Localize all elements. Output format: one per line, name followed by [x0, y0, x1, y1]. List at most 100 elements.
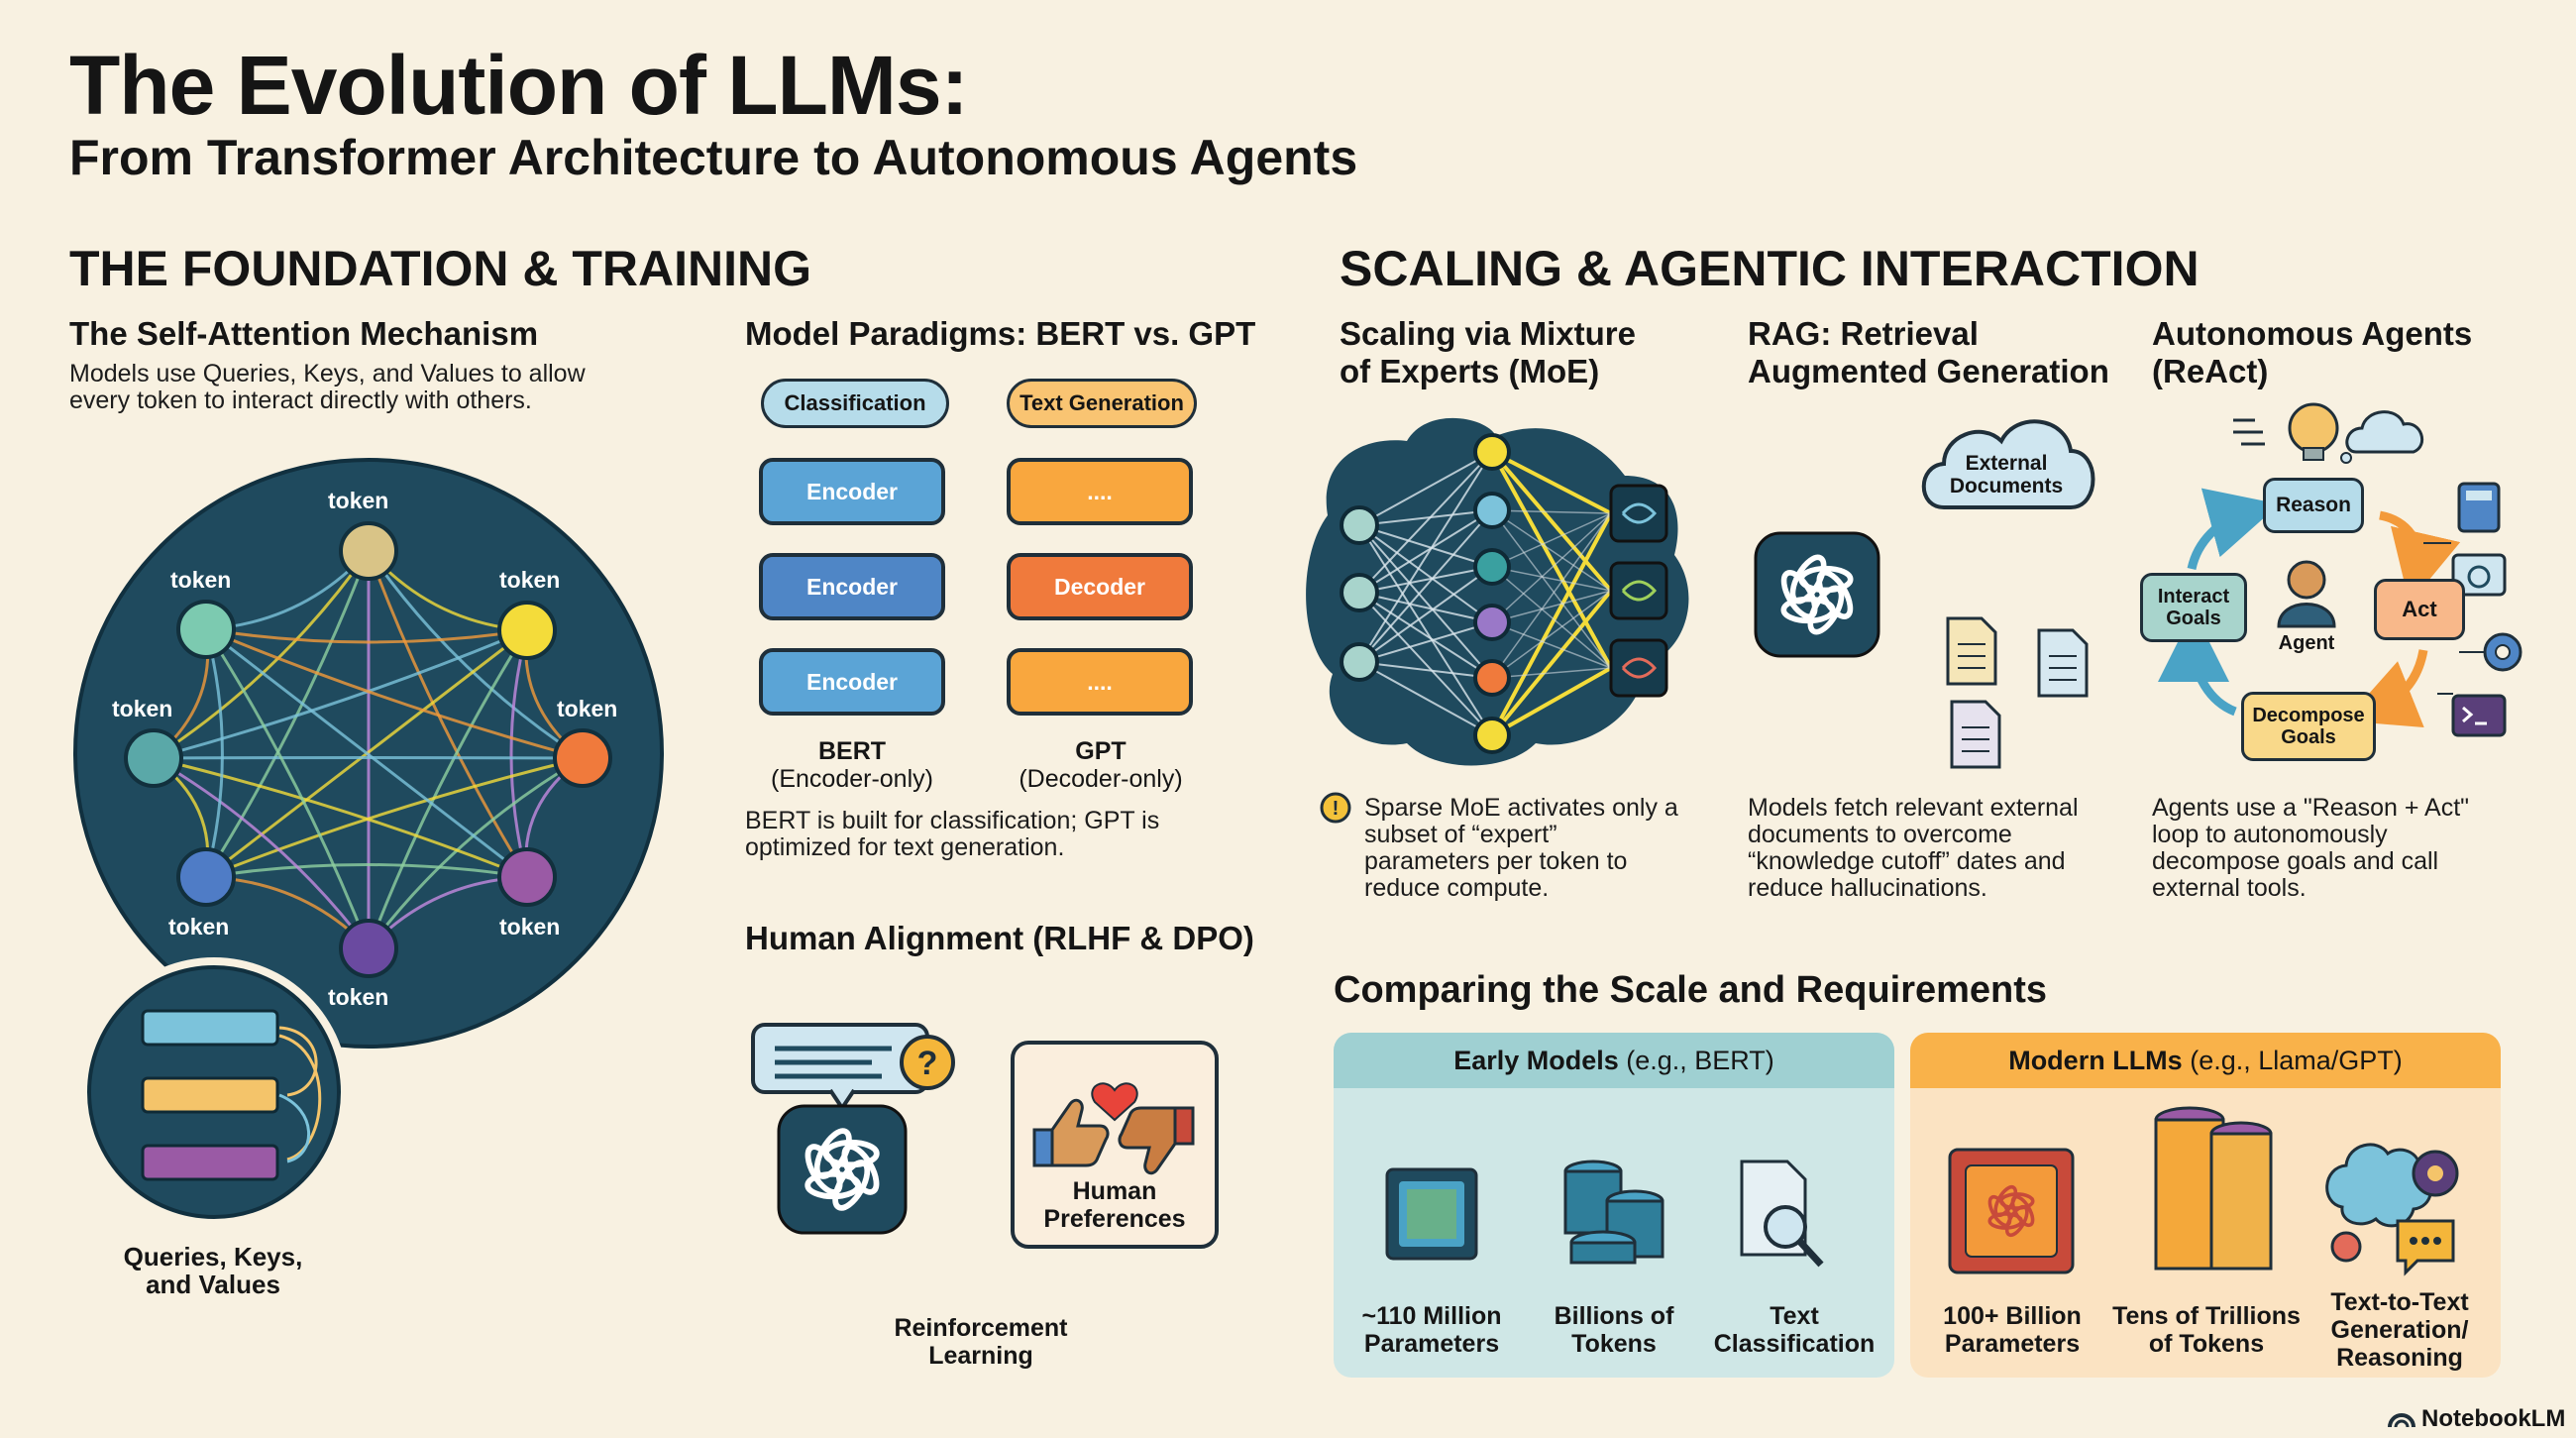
qkv-label: Queries, Keys, and Values: [123, 1242, 303, 1299]
moe-title: Scaling via Mixture of Experts (MoE): [1340, 315, 1636, 389]
encoder-block-1: Encoder: [759, 458, 945, 525]
attention-edge: [367, 629, 529, 949]
gpt-block-3: ....: [1007, 648, 1193, 716]
interact-goals-node: Interact Goals: [2140, 573, 2247, 642]
moe-edge: [1358, 451, 1493, 663]
attention-edge: [153, 756, 528, 879]
token-node: [339, 521, 398, 581]
comparison-title: Comparing the Scale and Requirements: [1334, 969, 2048, 1011]
attention-edge: [204, 550, 371, 878]
moe-active-edge: [1490, 512, 1613, 736]
attention-edge: [367, 550, 584, 760]
agents-desc: Agents use a "Reason + Act" loop to auto…: [2152, 794, 2470, 902]
notebooklm-logo-icon: [2388, 1413, 2415, 1428]
decoder-block: Decoder: [1007, 553, 1193, 620]
rag-title: RAG: Retrieval Augmented Generation: [1748, 315, 2109, 389]
cloud-label: External Documents: [1949, 452, 2064, 498]
attention-edge: [153, 756, 584, 760]
attention-edge: [153, 550, 371, 760]
token-label-right: token: [557, 696, 618, 721]
moe-edge: [1491, 512, 1612, 679]
alignment-title: Human Alignment (RLHF & DPO): [745, 920, 1254, 956]
chip-icon: [1948, 1148, 2075, 1274]
paradigms-title: Model Paradigms: BERT vs. GPT: [745, 315, 1256, 352]
paradigms-desc: BERT is built for classification; GPT is…: [745, 807, 1160, 861]
document-icon: [1946, 616, 1997, 686]
cloud-icon: [1921, 419, 2095, 509]
notebooklm-brand: NotebookLM: [2421, 1405, 2566, 1432]
document-search-icon: [1740, 1160, 1824, 1268]
token-label-lower-left: token: [168, 914, 230, 940]
chip-icon: [1385, 1167, 1478, 1261]
moe-input-node: [1340, 642, 1379, 682]
moe-edge: [1491, 667, 1612, 679]
moe-edge: [1491, 512, 1612, 623]
modern-llms-header: Modern LLMs (e.g., Llama/GPT): [1910, 1033, 2501, 1088]
rag-desc: Models fetch relevant external documents…: [1748, 794, 2079, 902]
moe-edge: [1358, 524, 1493, 568]
moe-edge: [1358, 566, 1493, 663]
gpt-block-1: ....: [1007, 458, 1193, 525]
encoder-block-2: Encoder: [759, 553, 945, 620]
moe-edge: [1358, 524, 1493, 736]
moe-edge: [1358, 451, 1493, 594]
expert-boxes: [1609, 484, 1668, 698]
coin-stack-icon: [1563, 1160, 1664, 1265]
reason-node: Reason: [2263, 478, 2364, 533]
section-title-scaling: SCALING & AGENTIC INTERACTION: [1340, 241, 2200, 296]
early-item-tokens: Billions of Tokens: [1554, 1302, 1674, 1358]
attention-edge: [509, 629, 529, 878]
gpt-label: GPT (Decoder-only): [1019, 737, 1183, 793]
thought-cloud-icon: [2340, 410, 2424, 464]
section-title-foundation: THE FOUNDATION & TRAINING: [69, 241, 812, 296]
token-node: [497, 847, 557, 907]
moe-edge: [1358, 566, 1493, 594]
decompose-goals-node: Decompose Goals: [2241, 692, 2376, 761]
lightbulb-icon: [2288, 402, 2339, 461]
text-generation-pill: Text Generation: [1007, 379, 1197, 428]
moe-edge: [1491, 512, 1612, 568]
moe-expert-node: [1473, 659, 1511, 697]
act-node: Act: [2374, 579, 2465, 640]
attention-edge: [367, 756, 584, 949]
attention-desc: Models use Queries, Keys, and Values to …: [69, 360, 586, 414]
moe-edge: [1358, 592, 1493, 736]
svg-text:?: ?: [917, 1045, 938, 1082]
modern-item-parameters: 100+ Billion Parameters: [1943, 1302, 2082, 1358]
main-title: The Evolution of LLMs:: [69, 39, 969, 132]
attention-edge: [205, 756, 584, 879]
agent-label: Agent: [2278, 632, 2335, 654]
moe-edge: [1358, 509, 1493, 526]
token-node: [497, 601, 557, 660]
moe-edge: [1491, 590, 1612, 679]
early-item-parameters: ~110 Million Parameters: [1361, 1302, 1502, 1358]
token-node: [124, 728, 183, 788]
document-icon: [1950, 700, 2001, 769]
moe-expert-node: [1473, 548, 1511, 586]
calculator-icon: [2457, 482, 2501, 533]
warning-icon: [1320, 792, 1351, 824]
qkv-bars: [141, 1009, 322, 1181]
moe-input-node: [1340, 573, 1379, 612]
attention-edge: [153, 756, 371, 949]
moe-active-edge: [1491, 666, 1612, 737]
modern-item-tokens: Tens of Trillions of Tokens: [2112, 1302, 2301, 1358]
moe-edge: [1491, 590, 1612, 623]
preferences-label: Human Preferences: [1043, 1177, 1186, 1233]
token-label-upper-left: token: [170, 567, 232, 593]
moe-active-edge: [1490, 451, 1613, 669]
moe-edge: [1358, 451, 1493, 526]
sketch-lines-icon: [2233, 418, 2265, 446]
rl-label: Reinforcement Learning: [894, 1314, 1068, 1370]
attention-edge: [367, 550, 529, 878]
moe-edge: [1491, 509, 1612, 514]
terminal-icon: [2451, 694, 2507, 737]
attention-title: The Self-Attention Mechanism: [69, 315, 539, 352]
agent-icon: [2277, 560, 2336, 628]
moe-edge: [1358, 661, 1493, 736]
token-label-lower-right: token: [499, 914, 561, 940]
moe-active-edge: [1490, 450, 1613, 593]
token-nodes: [124, 521, 612, 978]
